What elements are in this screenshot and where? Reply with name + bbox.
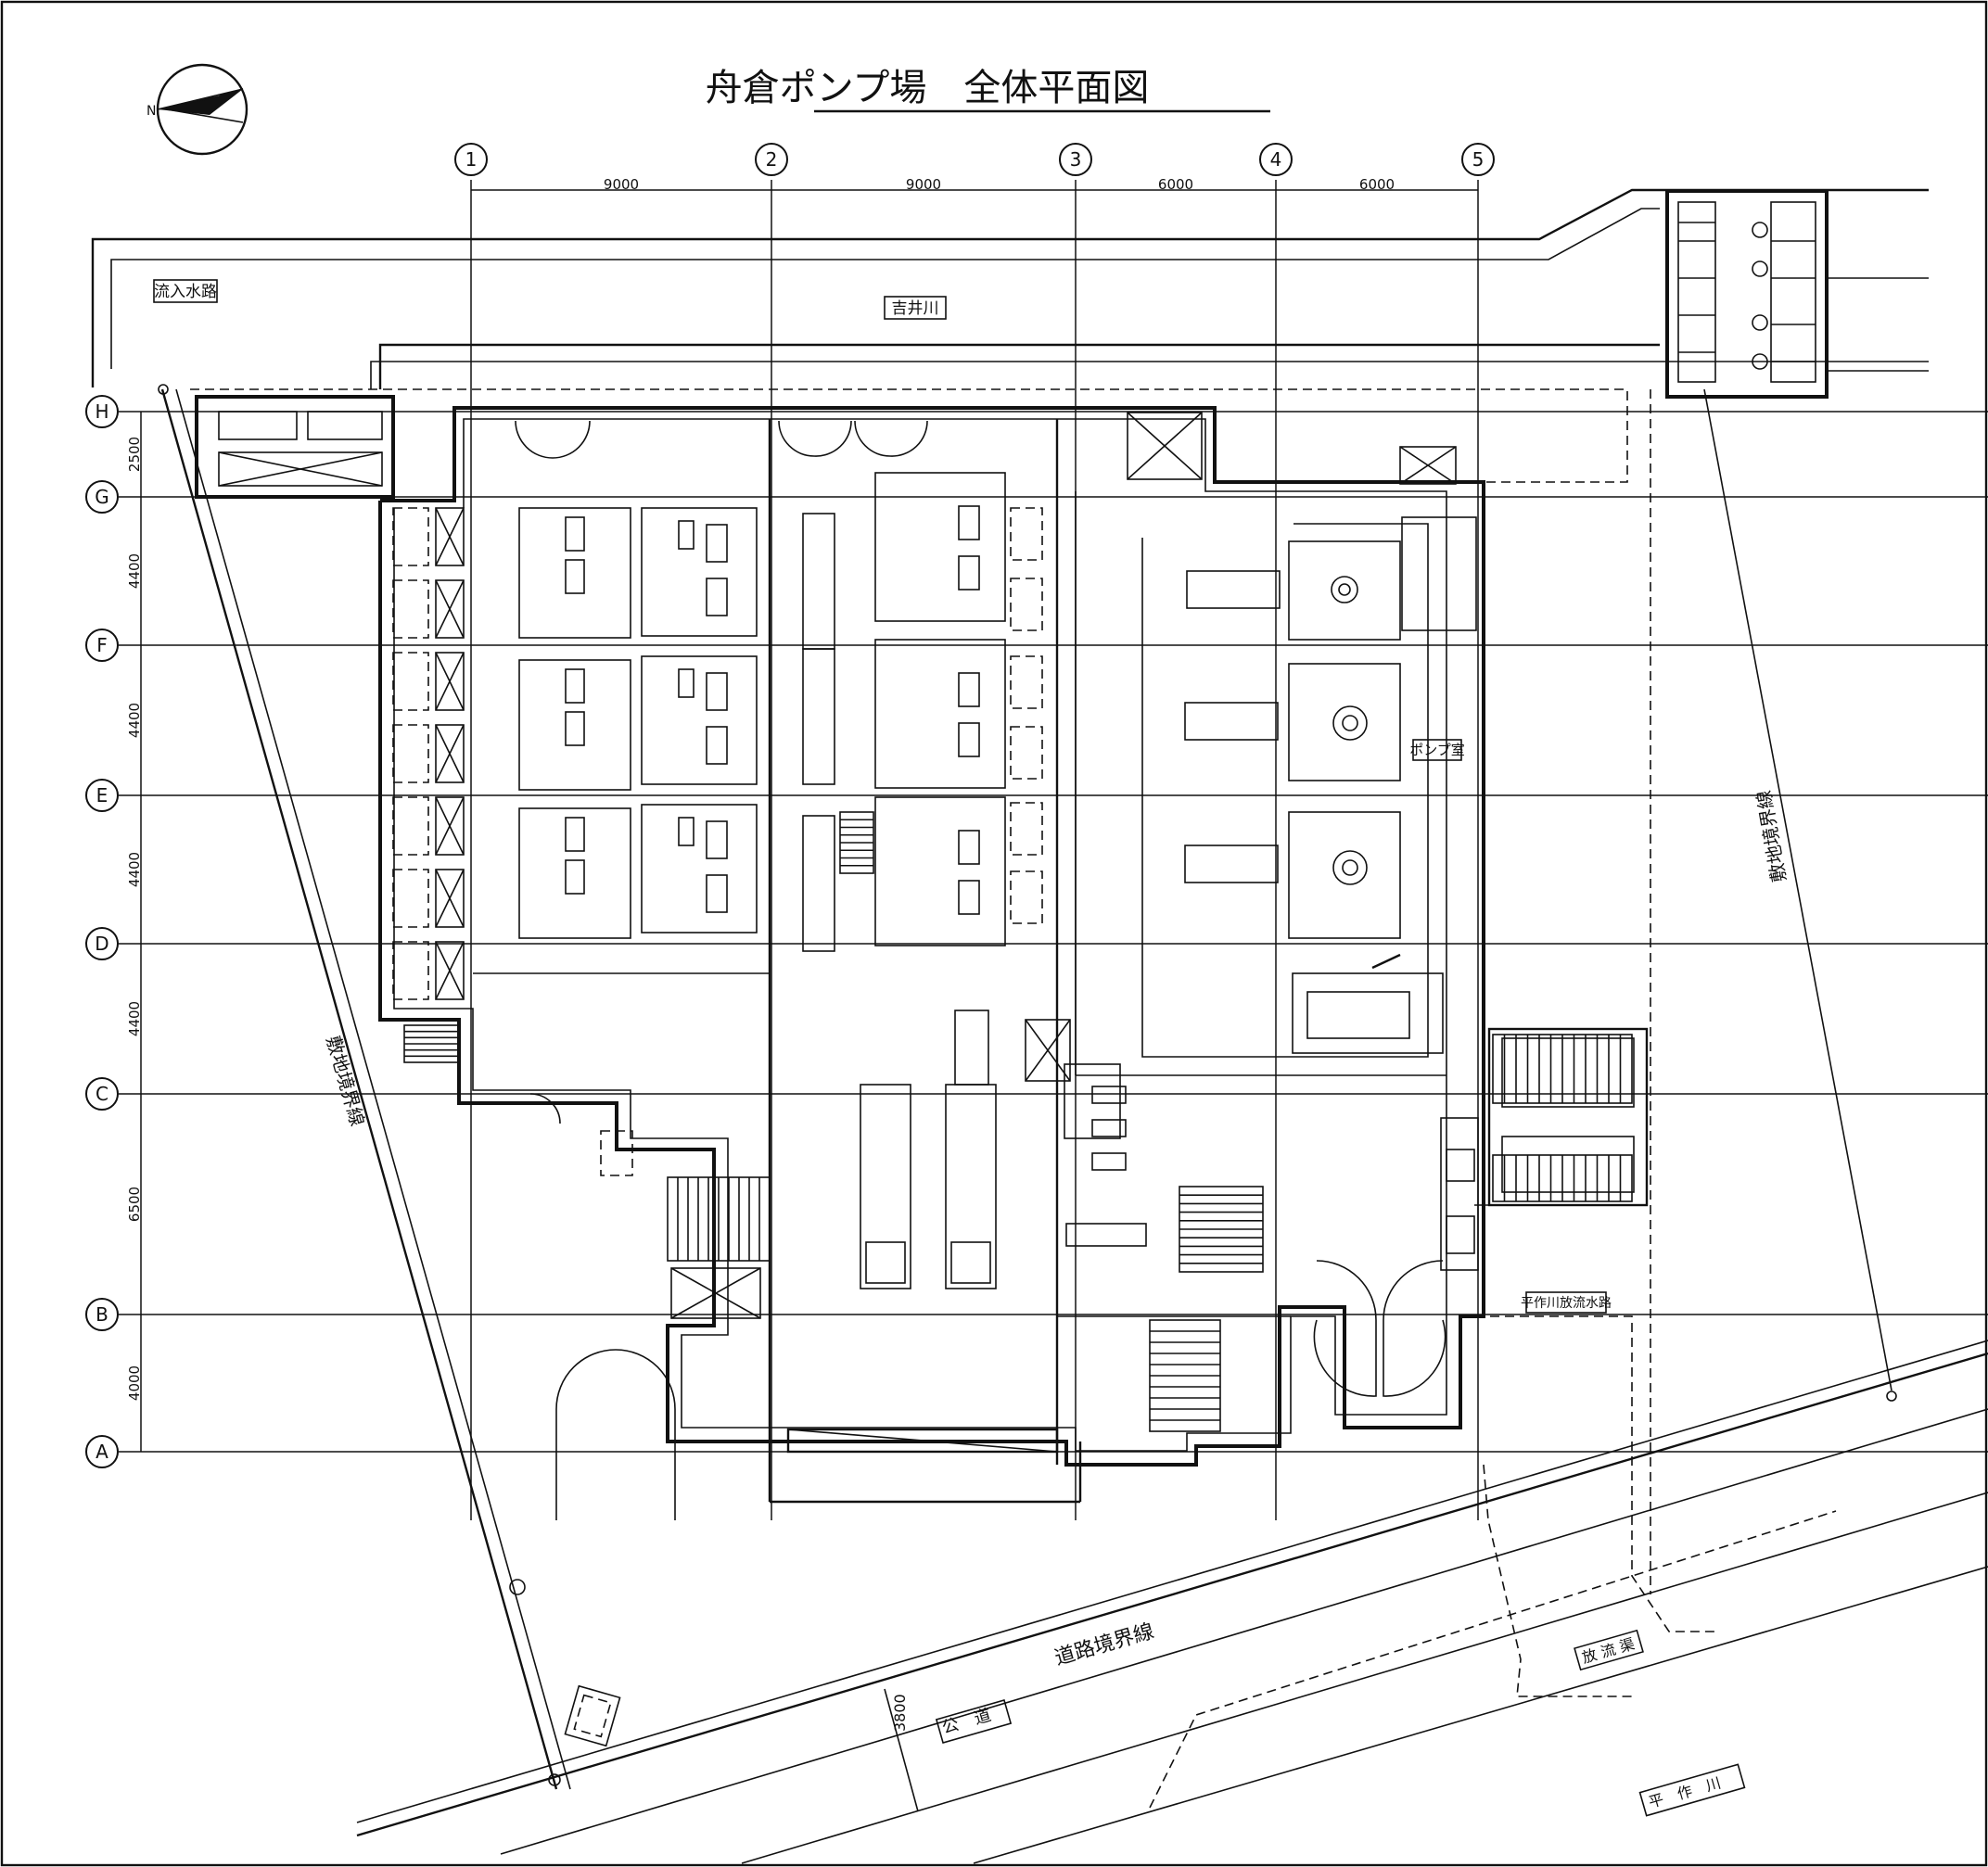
pump-room-label: ポンプ室	[1409, 742, 1465, 758]
row-spacing-3: 4400	[126, 852, 143, 887]
screen-house	[195, 395, 395, 499]
grid-bubble-row-G	[85, 480, 119, 514]
column-spacing-0: 9000	[604, 176, 639, 193]
machine-bay	[874, 472, 1006, 622]
main-building	[378, 406, 1485, 1504]
tank-cell	[435, 507, 465, 566]
pump-room: ポンプ室	[1141, 516, 1477, 1058]
tank-cell	[435, 652, 465, 711]
row-spacing-2: 4400	[126, 703, 143, 738]
north-arrow-icon: N	[147, 63, 248, 156]
grid-bubble-col-4	[1259, 143, 1293, 176]
tank-cell	[1010, 726, 1043, 780]
grid-label-row-B: B	[96, 1303, 108, 1326]
grid-label-col-1: 1	[465, 148, 478, 171]
row-spacing-6: 4000	[126, 1365, 143, 1401]
machine-bay	[802, 648, 835, 785]
tank-cell	[392, 796, 429, 856]
grid-label-col-5: 5	[1472, 148, 1485, 171]
stairs	[403, 811, 1633, 1432]
grid-bubble-row-B	[85, 1298, 119, 1331]
tank-cell	[392, 652, 429, 711]
grid-label-row-A: A	[96, 1441, 108, 1463]
road-width-dim: 3800	[891, 1694, 909, 1732]
grid-bubble-col-2	[755, 143, 788, 176]
machine-bay	[641, 507, 758, 637]
tank-cell	[435, 941, 465, 1000]
grid-lines	[119, 180, 1988, 1520]
machine-bay	[802, 815, 835, 952]
tank-cell	[1010, 802, 1043, 856]
grid-label-row-C: C	[96, 1083, 108, 1105]
intake-structure	[1665, 189, 1929, 399]
tank-cell	[1010, 870, 1043, 924]
discharge-channel-label: 平作川放流水路	[1521, 1296, 1612, 1311]
grid-bubble-col-3	[1059, 143, 1092, 176]
grid-bubble-col-5	[1461, 143, 1495, 176]
tank-cell	[392, 941, 429, 1000]
machine-bay	[874, 639, 1006, 789]
grid-bubbles: 1 2 3 4 5H G F E D C B A	[85, 143, 1495, 1468]
grid-bubble-row-A	[85, 1435, 119, 1468]
tank-cells-left	[392, 507, 465, 1000]
tank-cell	[392, 869, 429, 928]
tank-cell	[392, 507, 429, 566]
machine-bay	[518, 659, 631, 791]
tank-cell	[435, 869, 465, 928]
tank-cell	[392, 579, 429, 639]
yoshii-river-label: 吉井川	[892, 299, 939, 318]
tank-cell	[392, 724, 429, 783]
discharge-label-box	[1525, 1291, 1607, 1314]
machinery	[518, 472, 1043, 952]
machine-bay	[802, 513, 835, 650]
grid-bubble-row-H	[85, 395, 119, 428]
machine-bay	[641, 655, 758, 785]
column-spacing-1: 9000	[906, 176, 941, 193]
grid-label-col-2: 2	[766, 148, 778, 171]
grid-dimensions: 9000 9000 6000 6000 2500 4400 4400 4400 4400 6500…	[126, 176, 1478, 1452]
grid-bubble-row-C	[85, 1077, 119, 1111]
grid-bubble-row-D	[85, 927, 119, 960]
inflow-channel-label-box	[153, 279, 218, 303]
machine-bay	[874, 796, 1006, 946]
tank-cell	[435, 724, 465, 783]
machine-bay	[518, 807, 631, 939]
grid-label-row-H: H	[95, 400, 108, 423]
grid-label-row-E: E	[96, 784, 108, 806]
tank-cell	[1010, 655, 1043, 709]
tank-cell	[1010, 578, 1043, 631]
row-spacing-1: 4400	[126, 553, 143, 589]
pump-room-label-box	[1412, 739, 1462, 761]
column-spacing-2: 6000	[1158, 176, 1193, 193]
tank-cell	[1010, 507, 1043, 561]
inflow-channel-label: 流入水路	[154, 283, 217, 301]
grid-bubble-row-E	[85, 779, 119, 812]
inflow-channel: 流入水路 吉井川	[91, 188, 1929, 389]
machine-bay	[518, 507, 631, 639]
column-spacing-3: 6000	[1359, 176, 1395, 193]
grid-bubble-row-F	[85, 629, 119, 662]
row-spacing-4: 4400	[126, 1001, 143, 1036]
machine-bay	[641, 804, 758, 934]
boundary-label-right: 敷地境界線	[1752, 789, 1790, 884]
tank-cell	[435, 796, 465, 856]
row-spacing-0: 2500	[126, 437, 143, 472]
yoshii-river-label-box	[884, 296, 947, 320]
grid-label-col-4: 4	[1270, 148, 1282, 171]
grid-label-row-F: F	[96, 634, 108, 656]
grid-label-row-G: G	[95, 486, 109, 508]
drawing-title: 舟倉ポンプ場 全体平面図	[706, 67, 1150, 109]
discharge-structure: 平作川放流水路	[1460, 1027, 1715, 1697]
tank-cell	[435, 579, 465, 639]
row-spacing-5: 6500	[126, 1187, 143, 1222]
grid-label-col-3: 3	[1070, 148, 1082, 171]
north-label: N	[147, 104, 156, 119]
grid-label-row-D: D	[95, 933, 108, 955]
interior-rooms	[600, 412, 1479, 1319]
doors	[515, 420, 1446, 1520]
grid-bubble-col-1	[454, 143, 488, 176]
road: 道路境界線 公 道 3800 放 流 渠 平 作 川	[158, 384, 1988, 1864]
